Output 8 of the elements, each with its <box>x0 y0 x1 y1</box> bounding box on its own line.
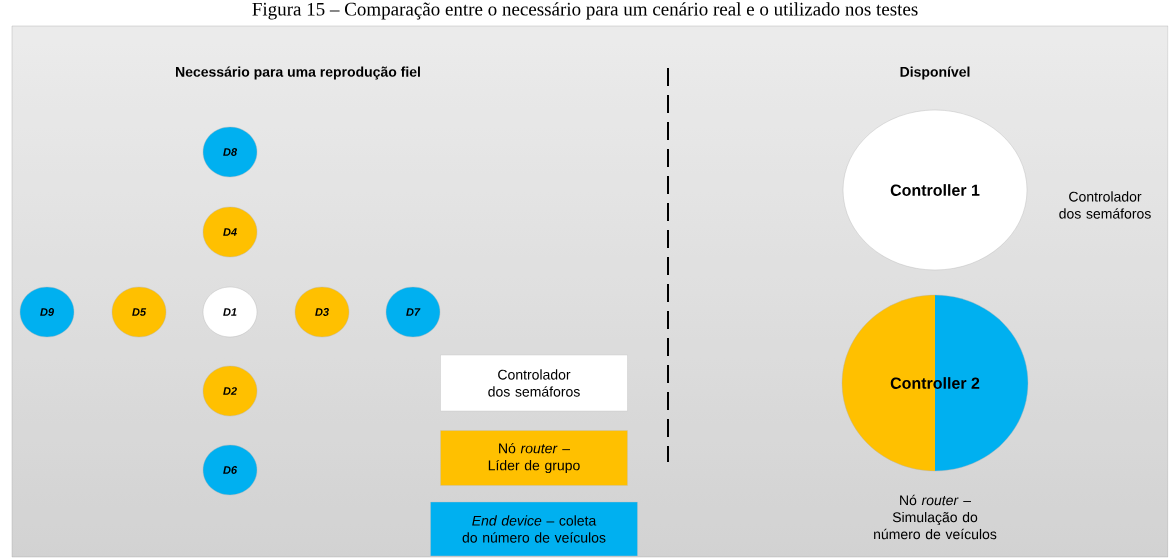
node-caption: Nó router – Simulação do número de veículos <box>874 494 997 540</box>
legend-box: End device – coleta do número de veículos <box>430 501 638 557</box>
legend-box: Controlador dos semáforos <box>440 354 628 412</box>
legend-box: Nó router – Líder de grupo <box>440 430 628 486</box>
node-caption: Controlador dos semáforos <box>1059 191 1151 219</box>
section-heading: Disponível <box>900 66 970 80</box>
figure-title: Figura 15 – Comparação entre o necessário para um cenário real e o utilizado nos testes <box>252 2 918 20</box>
section-heading: Necessário para uma reprodução fiel <box>176 66 420 80</box>
